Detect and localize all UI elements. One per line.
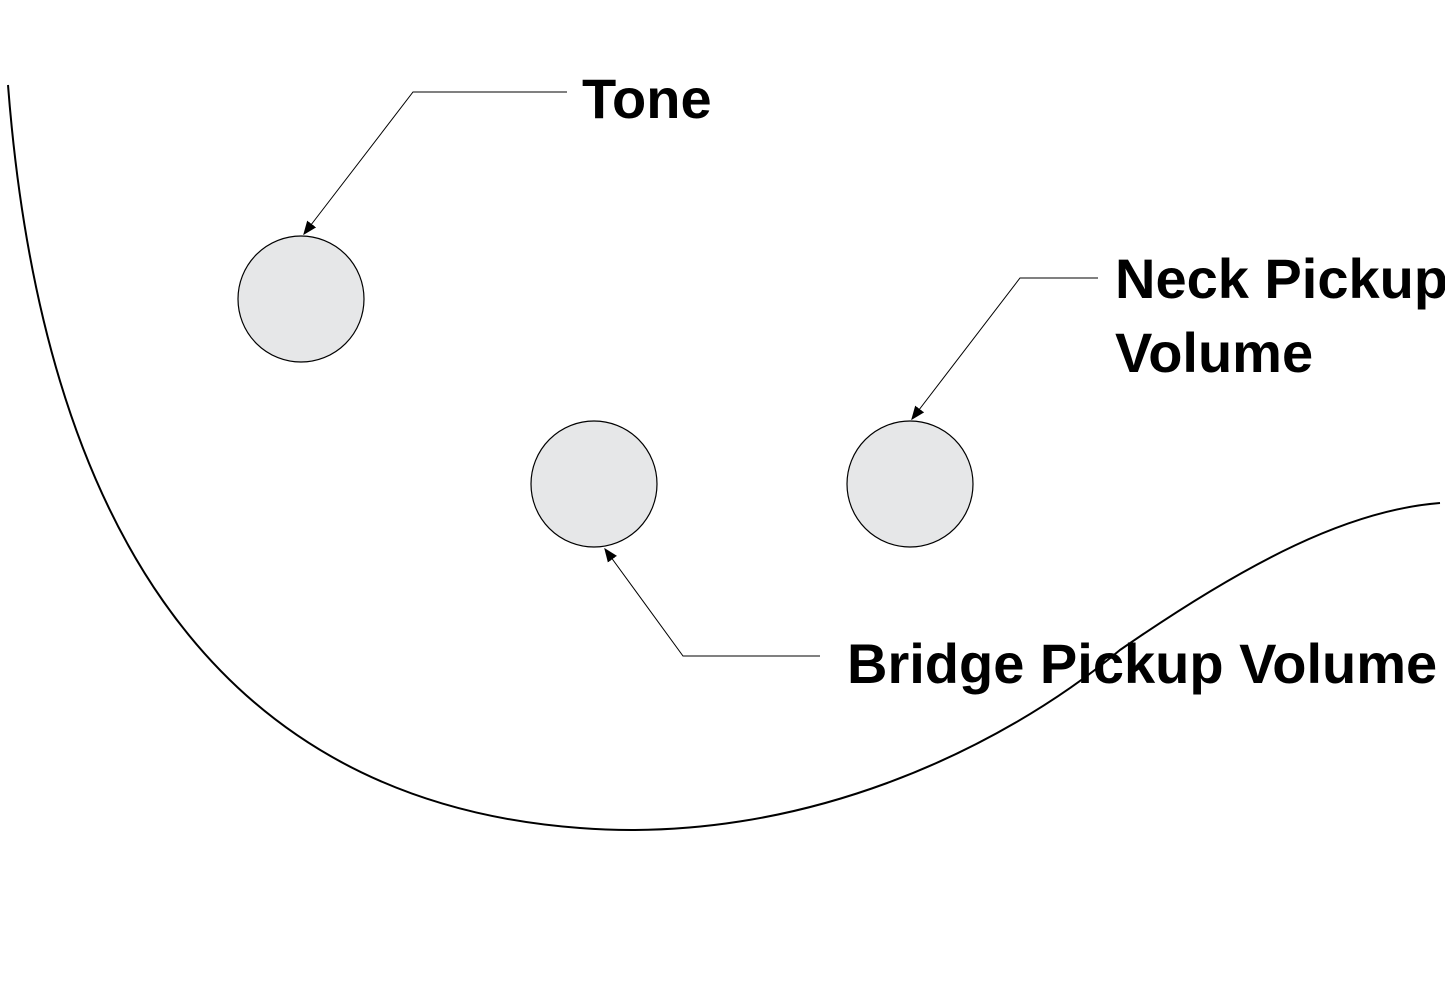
tone-leader-arrow	[303, 91, 567, 236]
guitar-body-outline	[7, 84, 1441, 831]
bridge-volume-leader-arrow	[604, 547, 820, 657]
tone-knob	[237, 235, 365, 363]
bridge-volume-knob	[530, 420, 658, 548]
neck-volume-knob	[846, 420, 974, 548]
neck-volume-label-line2: Volume	[1115, 321, 1313, 384]
neck-volume-label-line1: Neck Pickup	[1115, 247, 1445, 310]
bridge-volume-label: Bridge Pickup Volume	[847, 632, 1437, 695]
neck-volume-leader-arrow	[911, 277, 1098, 421]
tone-label: Tone	[582, 67, 712, 130]
